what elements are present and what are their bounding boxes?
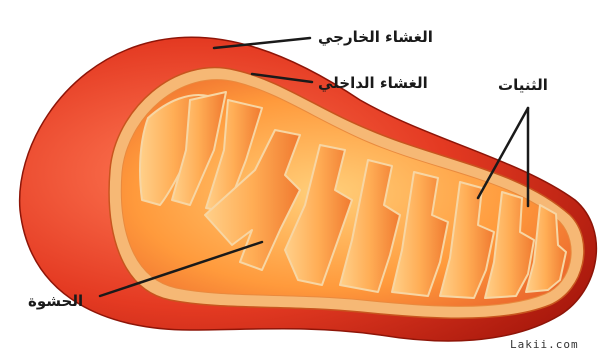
- label-matrix: الحشوة: [28, 292, 83, 310]
- watermark: Lakii.com: [510, 338, 579, 351]
- label-outer-membrane: الغشاء الخارجي: [318, 28, 433, 46]
- label-inner-membrane: الغشاء الداخلي: [318, 74, 428, 92]
- label-cristae: الثنيات: [498, 76, 548, 94]
